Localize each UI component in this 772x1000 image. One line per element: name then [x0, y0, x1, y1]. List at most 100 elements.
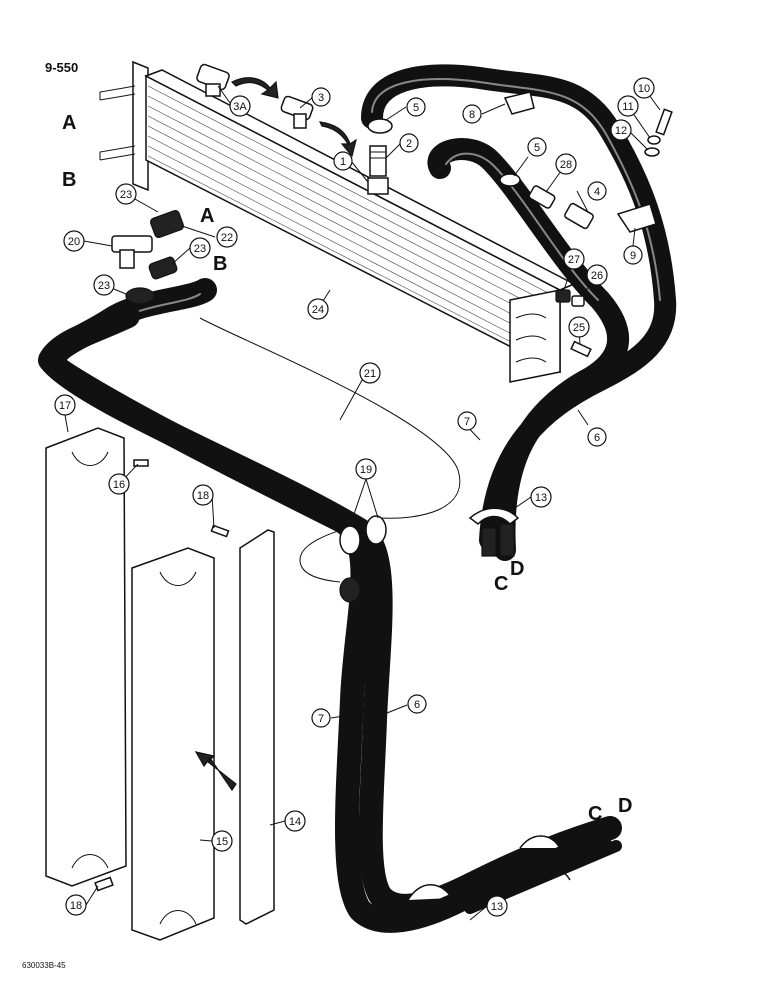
cable-21 [199, 317, 461, 583]
callout-6-upper: 6 [587, 427, 607, 447]
clamp-19 [339, 515, 387, 555]
svg-text:13: 13 [491, 901, 503, 913]
drawing-code: 630033B-45 [22, 961, 66, 970]
port-letter-c-upper: C [494, 573, 508, 595]
svg-text:3: 3 [318, 92, 324, 104]
callout-15: 15 [211, 830, 233, 852]
callout-8: 8 [462, 104, 482, 124]
svg-text:10: 10 [638, 83, 650, 95]
svg-text:4: 4 [594, 186, 600, 198]
panel-14 [239, 529, 275, 925]
bolt-18-upper [210, 524, 230, 538]
callout-11: 11 [617, 95, 639, 117]
svg-text:28: 28 [560, 159, 572, 171]
svg-text:5: 5 [413, 102, 419, 114]
flow-arrow-lower [318, 121, 357, 158]
port-letter-b: B [62, 169, 76, 191]
callout-4: 4 [587, 181, 607, 201]
callout-6-lower: 6 [407, 694, 427, 714]
port-b-tube [99, 145, 136, 161]
svg-text:3A: 3A [233, 101, 247, 113]
svg-text:5: 5 [534, 142, 540, 154]
callout-17: 17 [54, 394, 76, 416]
svg-text:8: 8 [469, 109, 475, 121]
knob-21 [339, 577, 361, 603]
callout-3: 3 [311, 87, 331, 107]
bolt-25 [570, 340, 592, 358]
callout-9: 9 [623, 245, 643, 265]
callout-16: 16 [108, 473, 130, 495]
callout-28: 28 [555, 153, 577, 175]
callout-22: 22 [216, 226, 238, 248]
clamp-23-lower [125, 287, 155, 305]
callout-18-upper: 18 [192, 484, 214, 506]
port-letter-a: A [62, 112, 76, 134]
callout-21: 21 [359, 362, 381, 384]
port-letter-d-upper: D [510, 558, 524, 580]
callout-3a: 3A [229, 95, 251, 117]
svg-text:20: 20 [68, 236, 80, 248]
svg-text:7: 7 [318, 713, 324, 725]
svg-text:18: 18 [197, 490, 209, 502]
svg-text:23: 23 [98, 280, 110, 292]
callout-23-top: 23 [115, 183, 137, 205]
svg-text:14: 14 [289, 816, 301, 828]
svg-text:11: 11 [622, 101, 633, 113]
fitting-3a [196, 63, 230, 97]
callout-7-lower: 7 [311, 708, 331, 728]
callout-7-upper: 7 [457, 411, 477, 431]
svg-text:21: 21 [364, 368, 376, 380]
hardware-10-11-12 [644, 108, 673, 157]
svg-text:7: 7 [464, 416, 470, 428]
svg-text:2: 2 [406, 138, 412, 150]
callout-19: 19 [355, 458, 377, 480]
svg-text:26: 26 [591, 270, 603, 282]
svg-text:25: 25 [573, 322, 585, 334]
callout-20: 20 [63, 230, 85, 252]
svg-text:23: 23 [120, 189, 132, 201]
clamp-13-upper [468, 507, 520, 557]
clamp-5-lower [499, 173, 521, 187]
svg-text:27: 27 [568, 254, 580, 266]
svg-text:9: 9 [630, 250, 636, 262]
svg-text:1: 1 [340, 156, 346, 168]
callout-1: 1 [333, 151, 353, 171]
callout-5-upper: 5 [406, 97, 426, 117]
svg-text:23: 23 [194, 243, 206, 255]
panel-15 [131, 547, 215, 941]
bolt-18-lower [94, 876, 114, 892]
oil-cooler [99, 60, 576, 383]
port-a-tube [99, 85, 136, 101]
svg-text:16: 16 [113, 479, 125, 491]
callout-13-upper: 13 [530, 486, 552, 508]
bracket-8 [503, 91, 535, 115]
callout-23-low: 23 [93, 274, 115, 296]
panel-17 [45, 427, 127, 887]
svg-text:19: 19 [360, 464, 372, 476]
callout-5-lower: 5 [527, 137, 547, 157]
svg-text:22: 22 [221, 232, 233, 244]
svg-text:13: 13 [535, 492, 547, 504]
port-letter-b-fitting: B [213, 253, 227, 275]
callout-24: 24 [307, 298, 329, 320]
callout-18-lower: 18 [65, 894, 87, 916]
bracket-9 [616, 203, 657, 233]
callout-10: 10 [633, 77, 655, 99]
clamp-5-upper [367, 118, 393, 134]
tube-c-lower [434, 829, 606, 911]
fitting-3 [280, 95, 314, 129]
fitting-4 [564, 202, 594, 230]
svg-text:6: 6 [594, 432, 600, 444]
flow-arrow-upper [230, 77, 279, 99]
callout-13-lower: 13 [486, 895, 508, 917]
tee-20 [111, 235, 153, 269]
callout-27: 27 [563, 248, 585, 270]
port-letter-d-lower: D [618, 795, 632, 817]
callout-12: 12 [610, 119, 632, 141]
bolt-16 [133, 459, 149, 467]
cooler-fins [147, 85, 559, 367]
page-label: 9-550 [45, 60, 78, 75]
svg-text:15: 15 [216, 836, 228, 848]
cooler-left-bracket [132, 60, 149, 192]
